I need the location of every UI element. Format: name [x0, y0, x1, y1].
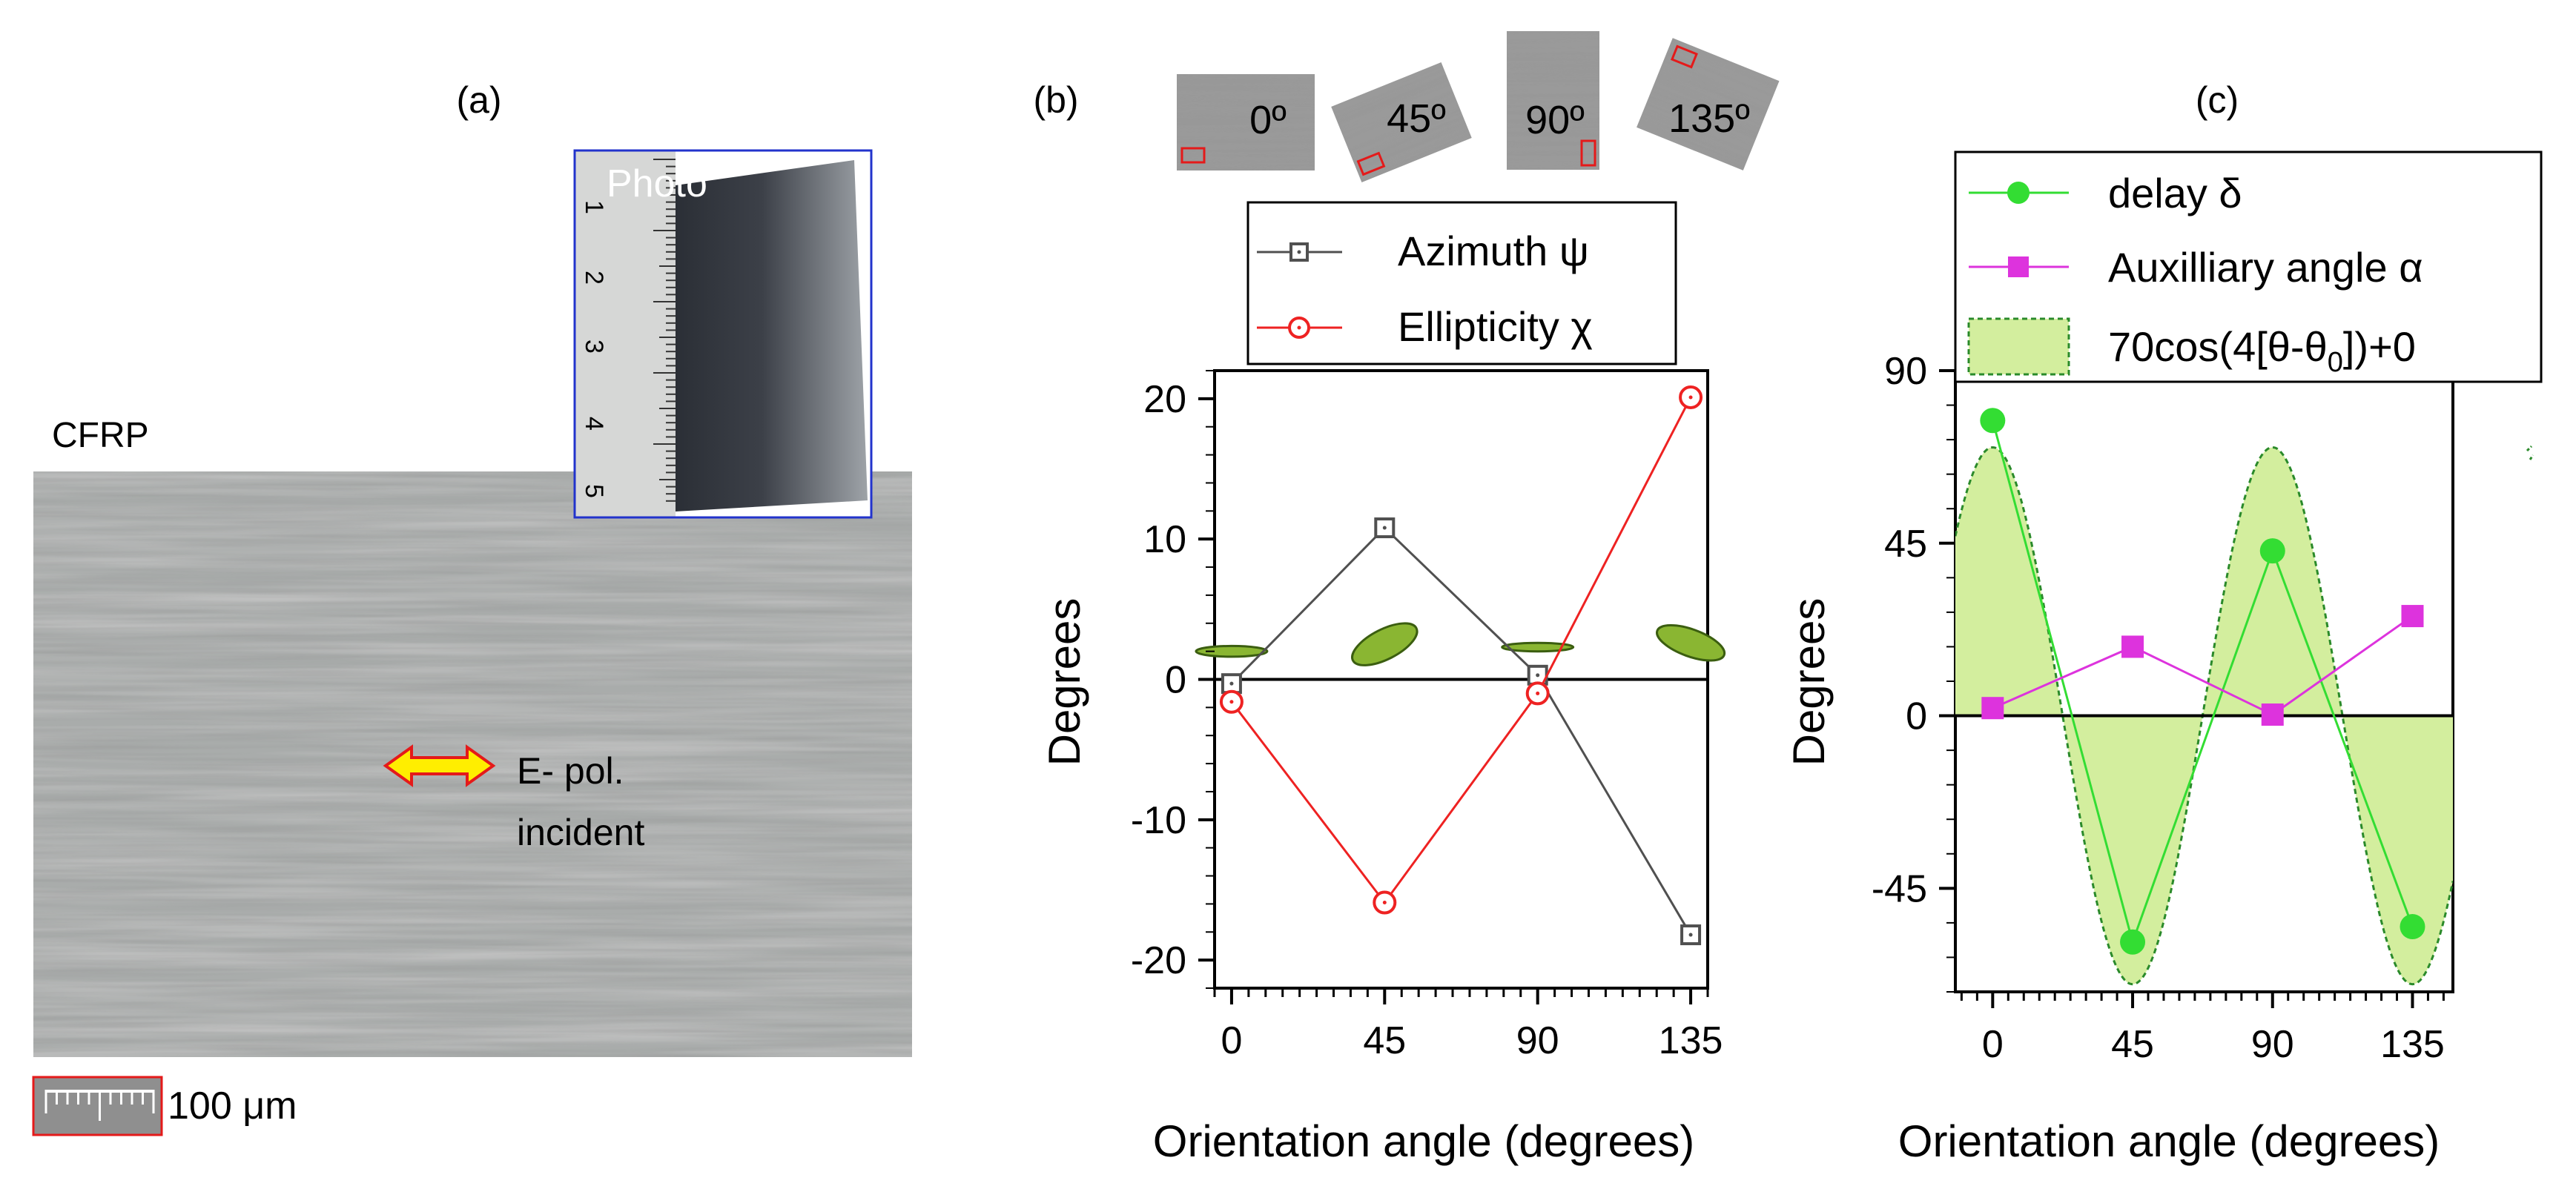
inset-border	[573, 149, 873, 519]
x-tick-label: 135	[2380, 1023, 2445, 1066]
data-point	[1981, 697, 2004, 720]
cosine-suffix: ])+0	[2343, 323, 2416, 370]
polarization-ellipse	[1195, 644, 1269, 658]
ruler-ticks	[653, 159, 676, 502]
series-line-1	[1992, 615, 2414, 716]
thumbnail-label-90: 90º	[1525, 98, 1585, 142]
thumbnail-45	[1331, 62, 1472, 182]
legend-b-ellipticity: Ellipticity χ	[1398, 303, 1593, 350]
tick-labels-b: 0 45 90 135 20 10 0 -10 -20	[1131, 378, 1723, 1062]
ylabel-c: Degrees	[1784, 598, 1834, 766]
data-point	[2121, 635, 2144, 658]
xlabel-b: Orientation angle (degrees)	[1153, 1116, 1694, 1166]
e-pol-label-line1: E- pol.	[517, 750, 624, 792]
x-tick-label: 135	[1659, 1019, 1723, 1062]
data-point	[1980, 408, 2006, 434]
ruler-tick-2: 2	[580, 271, 608, 285]
cosine-subscript: 0	[2328, 347, 2343, 378]
y-tick-label: 0	[1165, 659, 1186, 702]
y-tick-label: 90	[1884, 350, 1927, 393]
scale-bar	[32, 1076, 163, 1136]
stray-mark	[2526, 445, 2534, 460]
thumbnail-0: 0º	[1177, 74, 1315, 170]
series-line-1	[1230, 397, 1692, 905]
y-tick-label: 20	[1143, 378, 1186, 421]
cfrp-sample-photo	[676, 160, 868, 511]
tick-labels-c: 0 45 90 135 90 45 0 -45	[1872, 350, 2445, 1066]
series-c	[1980, 408, 2425, 955]
ylabel-b: Degrees	[1040, 598, 1089, 766]
ruler-tick-1: 1	[580, 200, 608, 214]
legend-c-cosine: 70cos(4[θ-θ0])+0	[2108, 323, 2416, 378]
panel-label-b: (b)	[1033, 79, 1078, 121]
legend-c: delay δ Auxilliary angle α 70cos(4[θ-θ0]…	[1954, 150, 2543, 383]
photo-inset-label: Photo	[607, 162, 707, 205]
x-tick-label: 0	[1221, 1019, 1242, 1062]
panel-label-a: (a)	[456, 79, 501, 121]
e-pol-arrow	[383, 744, 496, 787]
measurement-marker	[1180, 147, 1206, 164]
x-tick-label: 0	[1982, 1023, 2004, 1066]
data-point-center	[1229, 700, 1234, 704]
data-point-center	[1536, 691, 1540, 695]
panel-c: (c) delay δ Auxilliary angle α 70cos(4[θ…	[1784, 79, 2543, 1166]
ruler-tick-5: 5	[580, 484, 608, 498]
series-b	[1219, 385, 1703, 946]
x-tick-label: 90	[2251, 1023, 2294, 1066]
data-point-center	[1688, 395, 1693, 400]
polarization-ellipse	[1501, 641, 1575, 653]
x-tick-label: 45	[1363, 1019, 1406, 1062]
axes-c	[1939, 369, 2445, 1008]
data-point	[2261, 703, 2284, 726]
thumbnail-label-0: 0º	[1249, 98, 1287, 142]
legend-c-delay: delay δ	[2108, 170, 2242, 216]
scale-bar-label: 100 μm	[168, 1085, 297, 1128]
data-point-center	[1382, 901, 1387, 905]
cosine-curve	[1955, 446, 2453, 986]
data-point-center	[1382, 526, 1387, 530]
thumbnail-label-135: 135º	[1668, 96, 1750, 141]
panel-b: (b) 0º 45º 90º 135º	[1033, 31, 1780, 1166]
series-line-0	[1991, 420, 2414, 946]
y-tick-label: -10	[1131, 799, 1186, 842]
ruler-tick-4: 4	[580, 417, 608, 431]
legend-b: Azimuth ψ Ellipticity χ	[1246, 201, 1677, 365]
y-tick-label: -45	[1872, 867, 1927, 910]
data-point	[2401, 605, 2424, 628]
cosine-formula: 70cos(4[θ-θ	[2108, 323, 2328, 370]
data-point-center	[1536, 673, 1540, 678]
e-pol-label-line2: incident	[517, 812, 644, 853]
thumbnail-label-45: 45º	[1387, 96, 1446, 141]
polarization-ellipse	[1656, 624, 1726, 662]
panel-a: (a) CFRP 1 2 3 4 5 Photo E- pol. inciden…	[32, 79, 912, 1136]
data-point	[2259, 538, 2285, 564]
photo-inset: 1 2 3 4 5 Photo	[573, 149, 873, 519]
polarization-ellipses	[1195, 622, 1726, 666]
ruler	[575, 151, 676, 517]
data-point-center	[1688, 933, 1693, 937]
data-point	[2400, 914, 2425, 940]
xlabel-c: Orientation angle (degrees)	[1898, 1116, 2440, 1166]
legend-c-aux: Auxilliary angle α	[2108, 244, 2423, 291]
axes-b	[1198, 370, 1709, 1004]
y-tick-label: 10	[1143, 518, 1186, 561]
series-line-0	[1230, 526, 1692, 936]
panel-label-c: (c)	[2196, 79, 2239, 121]
y-tick-label: 0	[1906, 695, 1927, 738]
data-point	[2120, 929, 2146, 955]
thumbnail-135	[1637, 38, 1780, 170]
x-tick-label: 45	[2111, 1023, 2154, 1066]
legend-b-azimuth: Azimuth ψ	[1398, 228, 1589, 274]
thumbnail-90: 90º	[1507, 31, 1599, 170]
cfrp-label: CFRP	[52, 416, 149, 455]
y-tick-label: -20	[1131, 939, 1186, 982]
x-tick-label: 90	[1516, 1019, 1559, 1062]
ruler-tick-3: 3	[580, 340, 608, 354]
y-tick-label: 45	[1884, 523, 1927, 566]
polarization-ellipse	[1351, 622, 1419, 666]
data-point-center	[1229, 681, 1234, 686]
